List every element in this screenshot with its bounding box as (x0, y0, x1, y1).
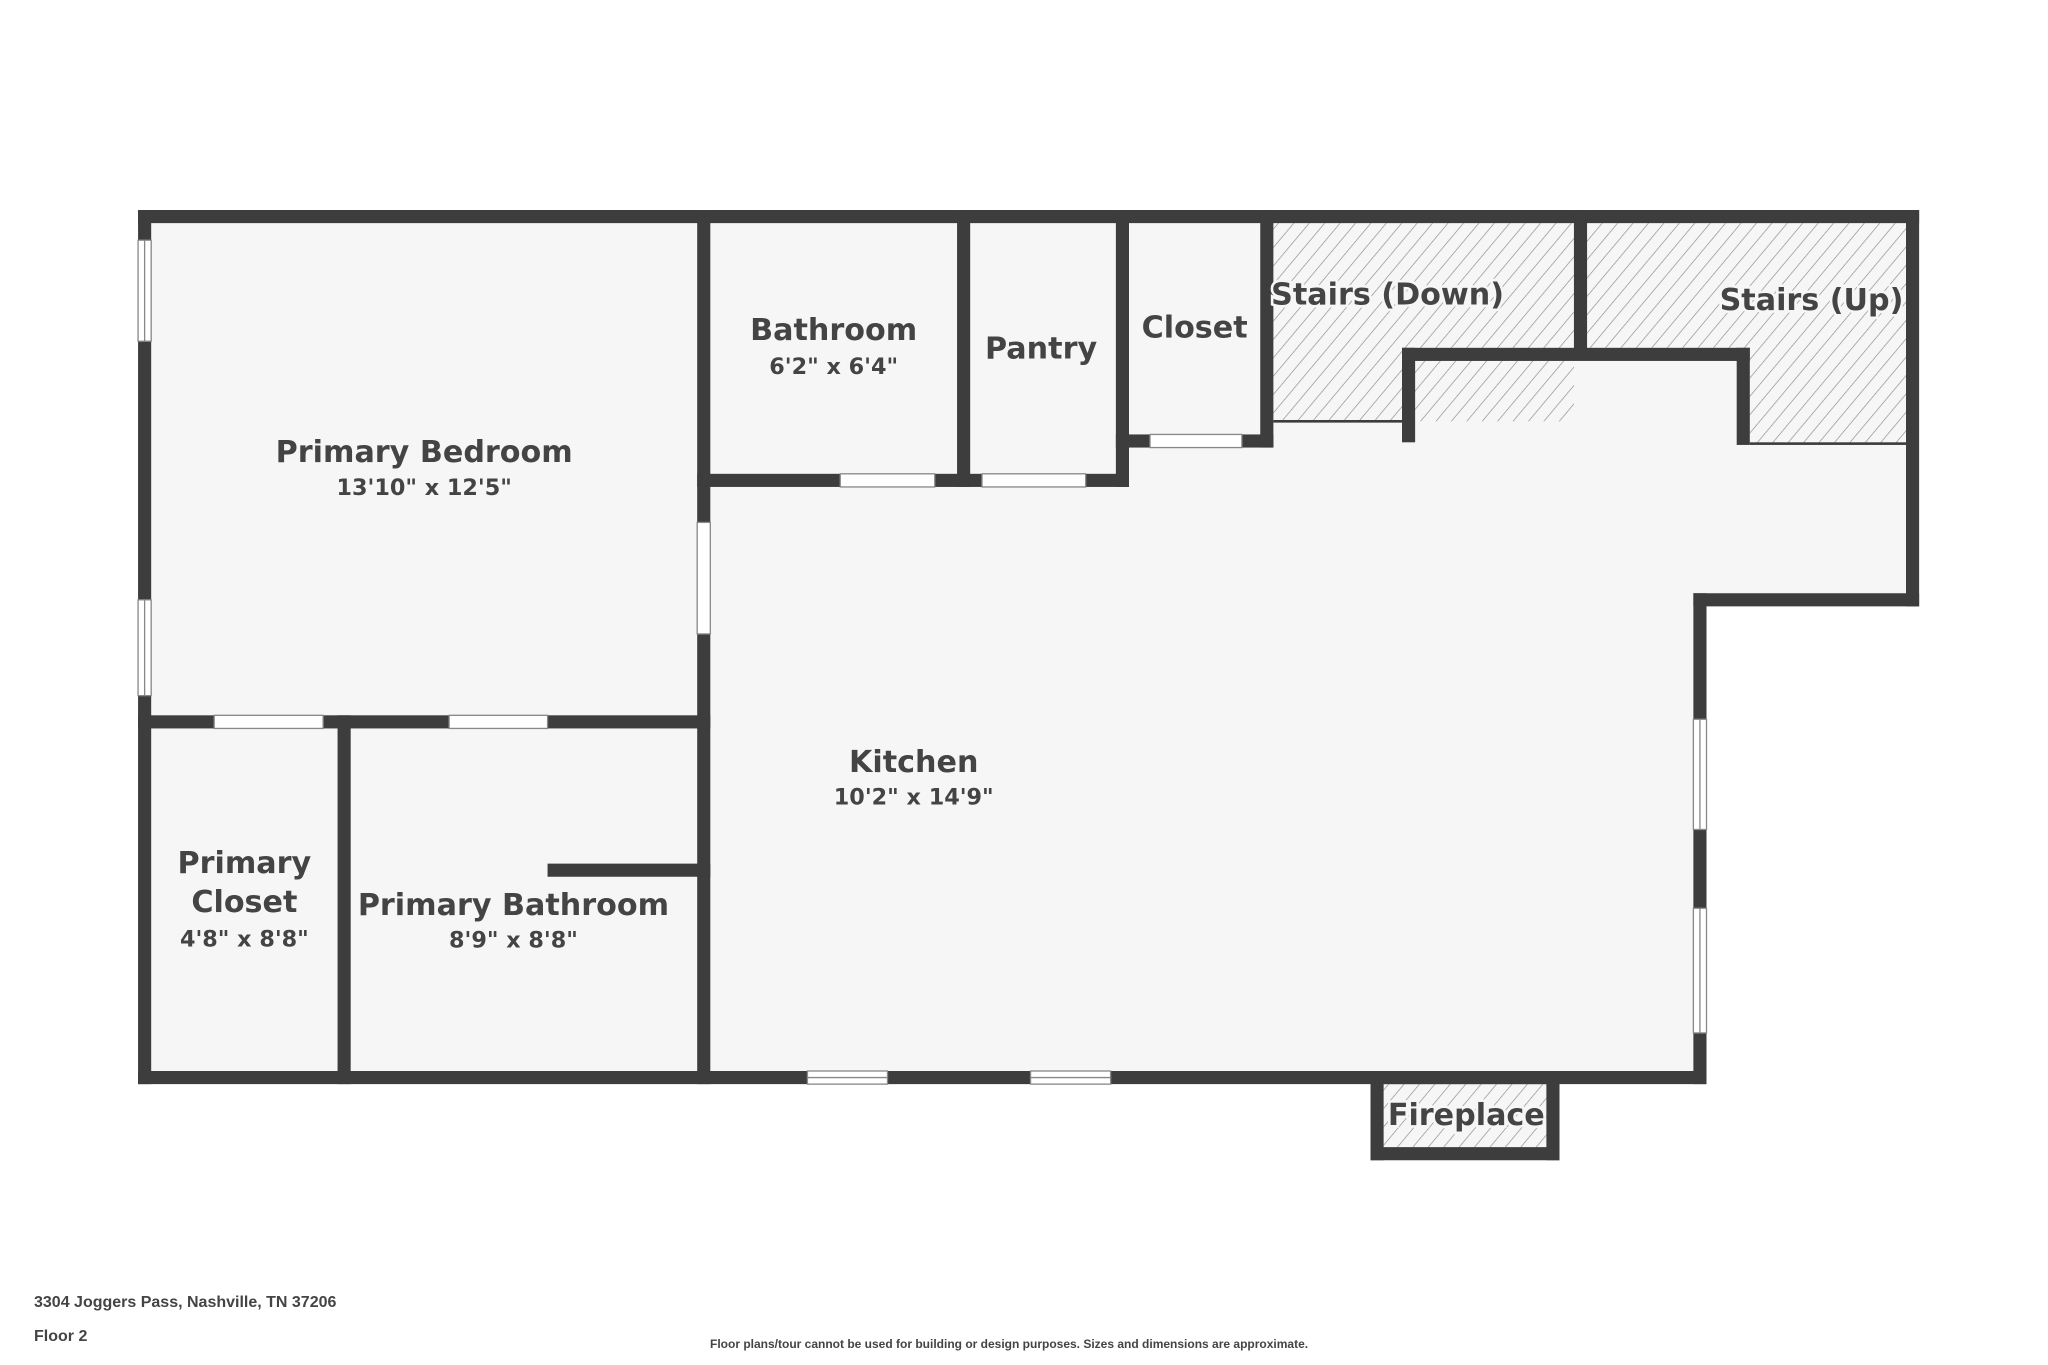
room-dims: 4'8" x 8'8" (180, 926, 309, 952)
room-dims: 6'2" x 6'4" (769, 354, 898, 380)
room-name: Fireplace (1388, 1098, 1545, 1133)
room-name: Primary (178, 846, 312, 881)
floors (144, 216, 1913, 1148)
door (1149, 433, 1243, 449)
room-name: Bathroom (750, 313, 917, 348)
room-labels: Primary Bedroom 13'10" x 12'5" Bathroom … (175, 275, 1906, 1136)
address: 3304 Joggers Pass, Nashville, TN 37206 (34, 1294, 337, 1311)
room-dims: 13'10" x 12'5" (336, 475, 511, 501)
room-name: Closet (1142, 310, 1248, 345)
openings (137, 239, 1708, 1085)
disclaimer: Floor plans/tour cannot be used for buil… (710, 1337, 1309, 1351)
room-name: Stairs (Up) (1720, 283, 1904, 318)
room-name: Pantry (985, 331, 1097, 366)
door (213, 714, 324, 730)
door (839, 473, 936, 488)
fireplace-area (1383, 1084, 1547, 1148)
door (448, 714, 549, 730)
door (696, 521, 711, 635)
door (981, 473, 1087, 488)
room-name: Primary Bathroom (358, 888, 669, 923)
room-dims: 10'2" x 14'9" (834, 785, 994, 811)
room-name: Primary Bedroom (276, 435, 573, 470)
walls (138, 210, 1920, 1161)
room-name: Closet (191, 885, 297, 920)
stairs-down-area (1273, 223, 1574, 422)
room-name: Stairs (Down) (1271, 278, 1504, 313)
room-dims: 8'9" x 8'8" (449, 928, 578, 954)
floor-label: Floor 2 (34, 1328, 88, 1345)
stairs-up-area (1587, 223, 1906, 348)
room-name: Kitchen (849, 745, 978, 780)
